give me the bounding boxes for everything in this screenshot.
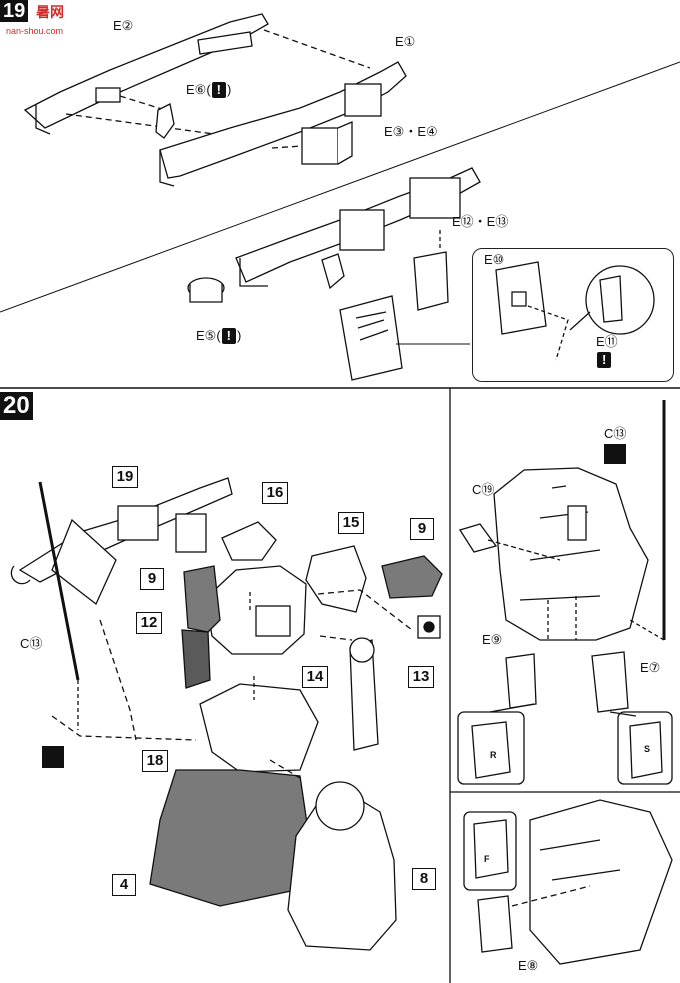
part-number-15: 15 [338,512,364,534]
caution-icon: ! [211,82,226,98]
sticker-letter-r: R [490,750,497,760]
part-label-e6-text: E⑥( [186,82,211,97]
part-number-4: 4 [112,874,136,896]
sticker-letter-f: F [484,854,490,864]
part-number-18: 18 [142,750,168,772]
detail-inset-panel [472,248,674,382]
sticker-letter-s: S [644,744,651,754]
part-label-e12-e13: E⑫・E⑬ [452,214,509,229]
part-label-e9: E⑨ [482,632,503,647]
part-label-c13-right: C⑬ [604,426,627,441]
part-number-19: 19 [112,466,138,488]
part-number-9-shoulder: 9 [410,518,434,540]
part-number-16: 16 [262,482,288,504]
part-label-e3-e4: E③・E④ [384,124,438,139]
step-19-number: 19 [0,0,29,22]
part-number-9-arm: 9 [140,568,164,590]
part-number-14: 14 [302,666,328,688]
part-label-e8: E⑧ [518,958,539,973]
part-number-12: 12 [136,612,162,634]
part-label-c19: C⑲ [472,482,495,497]
part-label-e5: E⑤(!) [196,328,241,344]
part-label-e5-text: E⑤( [196,328,221,343]
part-label-e6: E⑥(!) [186,82,231,98]
site-url: nan-shou.com [6,26,64,36]
part-label-e11: E⑪ [596,334,618,349]
part-label-e1: E① [395,34,416,49]
caution-icon: ! [597,352,612,368]
part-label-c13-left: C⑬ [20,636,43,651]
caution-slash-icon [604,444,626,464]
part-number-13: 13 [408,666,434,688]
caution-icon-e11: ! [596,352,612,368]
part-label-e10: E⑩ [484,252,505,267]
caution-icon: ! [221,328,236,344]
part-label-e7: E⑦ [640,660,661,675]
part-number-8: 8 [412,868,436,890]
caution-slash-icon [42,746,64,768]
part-label-e2: E② [113,18,134,33]
part-label-e6-close: ) [227,82,232,97]
part-label-e5-close: ) [237,328,242,343]
step-20-number: 20 [0,392,33,420]
site-logo: 暑网 [36,4,64,20]
